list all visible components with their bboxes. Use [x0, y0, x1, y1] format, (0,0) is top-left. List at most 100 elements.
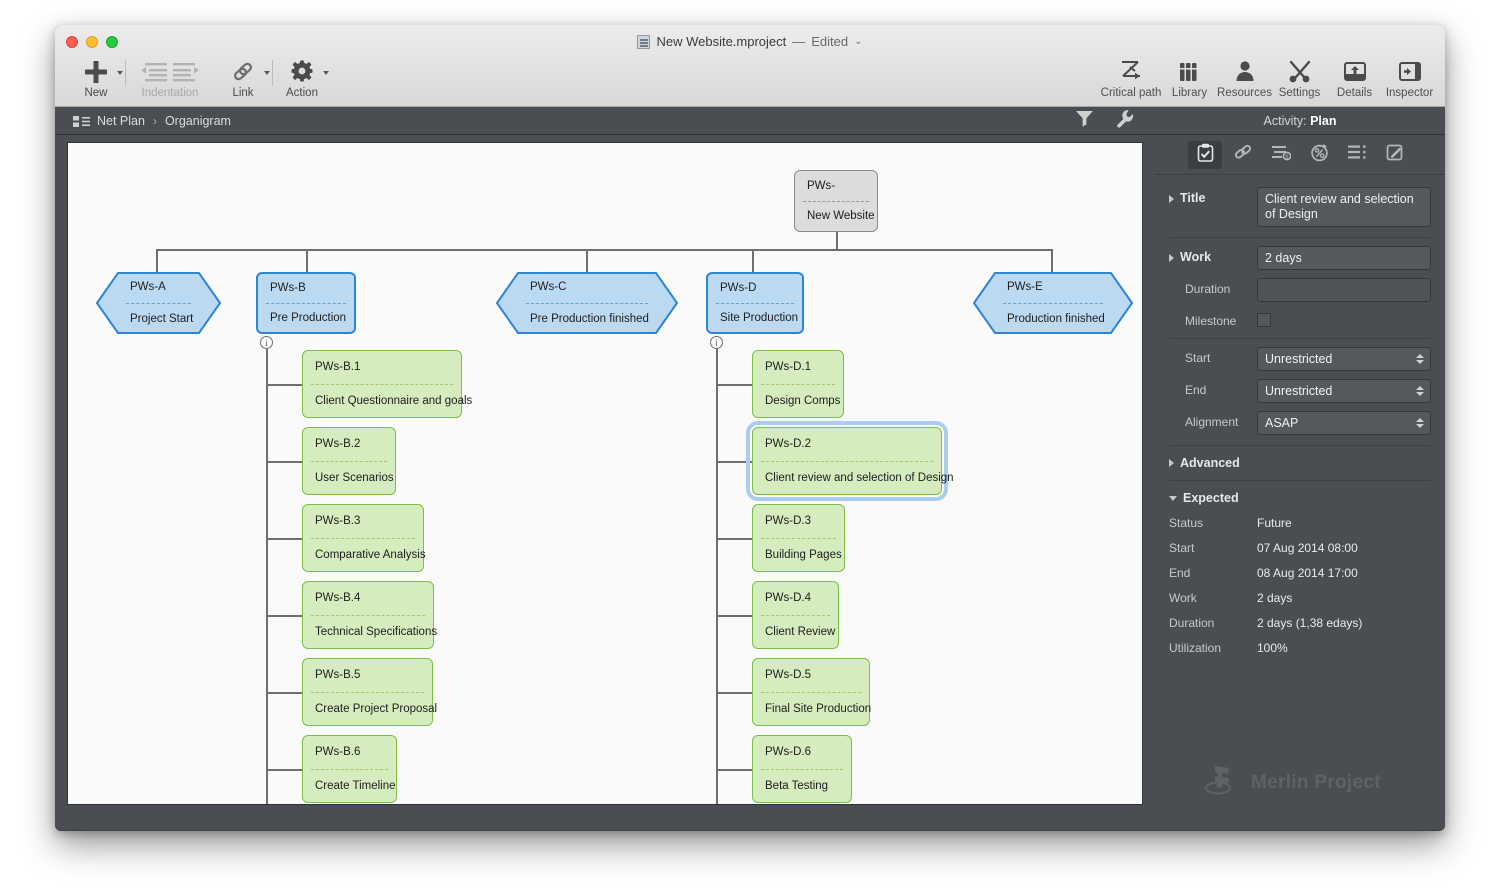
expected-row-utilization: Utilization 100%: [1155, 641, 1445, 655]
stepper-arrows-icon[interactable]: [1416, 354, 1424, 364]
node-phase-c[interactable]: PWs-C Pre Production finished: [496, 272, 678, 334]
stepper-arrows-icon[interactable]: [1416, 418, 1424, 428]
expected-label-start: Start: [1169, 541, 1195, 555]
node-task-d6[interactable]: PWs-D.6 Beta Testing: [752, 735, 852, 803]
disclosure-triangle-icon[interactable]: [1169, 459, 1174, 467]
tab-links[interactable]: [1226, 141, 1260, 169]
disclosure-triangle-icon[interactable]: [1169, 253, 1174, 262]
inspector-work-label[interactable]: Work: [1169, 246, 1257, 264]
percent-circle-icon: [1310, 143, 1329, 167]
minimize-button[interactable]: [86, 36, 98, 48]
node-task-b6[interactable]: PWs-B.6 Create Timeline: [302, 735, 397, 803]
title-edited-state[interactable]: Edited: [811, 34, 849, 49]
toolbar-details-button[interactable]: Details: [1327, 55, 1382, 99]
alignment-select[interactable]: ASAP: [1257, 411, 1431, 435]
close-button[interactable]: [66, 36, 78, 48]
work-label-text: Work: [1180, 250, 1212, 264]
toolbar-resources-button[interactable]: Resources: [1217, 55, 1272, 99]
inspector-divider: [1169, 445, 1431, 446]
node-task-d1[interactable]: PWs-D.1 Design Comps: [752, 350, 844, 418]
node-phase-a[interactable]: PWs-A Project Start: [96, 272, 221, 334]
node-task-b3[interactable]: PWs-B.3 Comparative Analysis: [302, 504, 426, 572]
node-task-b1[interactable]: PWs-B.1 Client Questionnaire and goals: [302, 350, 473, 418]
advanced-label: Advanced: [1180, 456, 1240, 470]
breadcrumb-bar: Net Plan › Organigram Activity: Plan: [55, 107, 1445, 135]
tab-costs[interactable]: $: [1264, 141, 1298, 169]
node-id: PWs-D.2: [765, 438, 811, 451]
toolbar-action-button[interactable]: Action: [273, 55, 331, 99]
node-phase-b[interactable]: PWs-B Pre Production: [256, 272, 356, 334]
junction-label: i: [265, 337, 268, 348]
duration-input[interactable]: [1257, 278, 1431, 302]
inspector-expected-header[interactable]: Expected: [1155, 491, 1445, 505]
zoom-button[interactable]: [106, 36, 118, 48]
node-name: Client Review: [765, 625, 836, 638]
node-task-d2[interactable]: PWs-D.2 Client review and selection of D…: [746, 421, 954, 501]
title-input[interactable]: Client review and selection of Design: [1257, 187, 1431, 227]
wrench-icon[interactable]: [1116, 109, 1135, 133]
stepper-arrows-icon[interactable]: [1416, 386, 1424, 396]
node-id: PWs-E: [1007, 281, 1043, 294]
work-input[interactable]: 2 days: [1257, 246, 1431, 270]
organigram-canvas[interactable]: i i: [67, 142, 1143, 805]
toolbar-new-button[interactable]: New: [67, 55, 125, 99]
node-task-b4[interactable]: PWs-B.4 Technical Specifications: [302, 581, 437, 649]
breadcrumb-root[interactable]: Net Plan: [97, 113, 145, 128]
net-plan-icon: [73, 115, 90, 127]
inspector-title-label[interactable]: Title: [1169, 187, 1257, 205]
chevron-down-icon[interactable]: [117, 71, 123, 75]
node-task-b2[interactable]: PWs-B.2 User Scenarios: [302, 427, 396, 495]
node-divider: [311, 460, 387, 462]
inspector-end-label: End: [1185, 383, 1207, 397]
toolbar-inspector-label: Inspector: [1385, 87, 1434, 99]
tab-notes[interactable]: [1378, 141, 1412, 169]
breadcrumb-current[interactable]: Organigram: [164, 113, 231, 128]
toolbar-library-button[interactable]: Library: [1162, 55, 1217, 99]
node-task-d4[interactable]: PWs-D.4 Client Review: [752, 581, 839, 649]
node-id: PWs-B.5: [315, 669, 361, 682]
node-name: Final Site Production: [765, 702, 872, 715]
node-root[interactable]: PWs- New Website: [794, 170, 878, 232]
toolbar-resources-label: Resources: [1217, 87, 1272, 99]
node-name: Pre Production finished: [530, 312, 649, 325]
node-task-b5[interactable]: PWs-B.5 Create Project Proposal: [302, 658, 437, 726]
end-select[interactable]: Unrestricted: [1257, 379, 1431, 403]
tab-progress[interactable]: [1302, 141, 1336, 169]
milestone-checkbox[interactable]: [1257, 313, 1271, 327]
node-divider: [761, 383, 835, 385]
title-label-text: Title: [1180, 191, 1206, 205]
node-task-d3[interactable]: PWs-D.3 Building Pages: [752, 504, 845, 572]
disclosure-triangle-icon[interactable]: [1169, 194, 1174, 203]
node-id: PWs-B.3: [315, 515, 361, 528]
start-select[interactable]: Unrestricted: [1257, 347, 1431, 371]
toolbar-indentation-button[interactable]: Indentation: [126, 55, 214, 99]
chevron-down-icon[interactable]: [264, 71, 270, 75]
node-divider: [803, 200, 869, 202]
toolbar-link-label: Link: [232, 87, 254, 99]
expected-value-end: 08 Aug 2014 17:00: [1257, 566, 1358, 580]
tab-plan[interactable]: [1188, 140, 1222, 169]
end-value: Unrestricted: [1265, 384, 1333, 398]
inspector-advanced-header[interactable]: Advanced: [1155, 456, 1445, 470]
main-toolbar-right: Critical path: [1100, 55, 1437, 99]
toolbar-settings-button[interactable]: Settings: [1272, 55, 1327, 99]
filter-funnel-icon[interactable]: [1075, 110, 1094, 132]
node-phase-e[interactable]: PWs-E Production finished: [973, 272, 1133, 334]
chevron-down-icon[interactable]: [323, 71, 329, 75]
expected-label-utilization: Utilization: [1169, 641, 1222, 655]
toolbar-link-button[interactable]: Link: [214, 55, 272, 99]
toolbar-divider: [272, 60, 273, 86]
disclosure-triangle-icon[interactable]: [1169, 495, 1177, 501]
document-title-text: New Website.mproject: [656, 34, 787, 49]
connector-d-spine: [716, 349, 718, 804]
toolbar-inspector-button[interactable]: Inspector: [1382, 55, 1437, 99]
connector-b3: [266, 538, 302, 540]
toolbar-critical-path-button[interactable]: Critical path: [1100, 55, 1162, 99]
node-phase-d[interactable]: PWs-D Site Production: [706, 272, 804, 334]
node-name: Client Questionnaire and goals: [315, 394, 473, 407]
inspector-divider: [1169, 237, 1431, 238]
tab-list[interactable]: [1340, 141, 1374, 169]
node-task-d5[interactable]: PWs-D.5 Final Site Production: [752, 658, 872, 726]
inspector-duration-label: Duration: [1185, 282, 1231, 296]
chevron-down-icon[interactable]: ⌄: [854, 36, 863, 47]
